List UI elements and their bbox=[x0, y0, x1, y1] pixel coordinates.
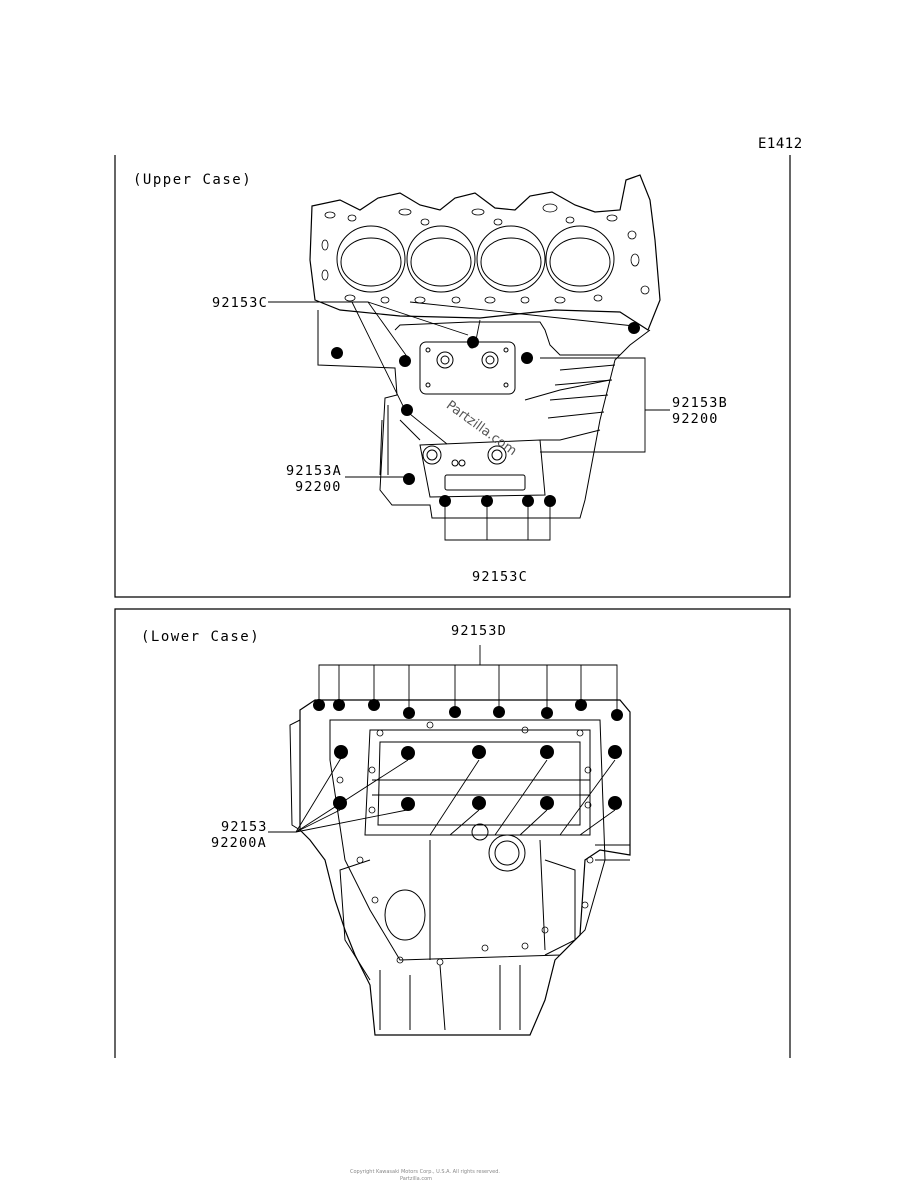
label-92200a: 92200A bbox=[211, 835, 267, 851]
upper-case-title: (Upper Case) bbox=[133, 172, 253, 188]
footer-watermark: Partzilla.com bbox=[400, 1176, 432, 1182]
label-92200-right: 92200 bbox=[672, 411, 719, 427]
label-92200-left: 92200 bbox=[295, 479, 342, 495]
label-92153d: 92153D bbox=[451, 623, 507, 639]
label-92153: 92153 bbox=[221, 819, 268, 835]
lower-panel bbox=[114, 608, 791, 1058]
label-92153c-top: 92153C bbox=[212, 295, 268, 311]
diagram-code: E1412 bbox=[758, 136, 803, 152]
label-92153a: 92153A bbox=[286, 463, 342, 479]
lower-case-title: (Lower Case) bbox=[141, 629, 261, 645]
label-92153b: 92153B bbox=[672, 395, 728, 411]
label-92153c-bottom: 92153C bbox=[472, 569, 528, 585]
footer-copyright: Copyright Kawasaki Motors Corp., U.S.A. … bbox=[350, 1169, 500, 1175]
upper-panel bbox=[114, 155, 791, 598]
